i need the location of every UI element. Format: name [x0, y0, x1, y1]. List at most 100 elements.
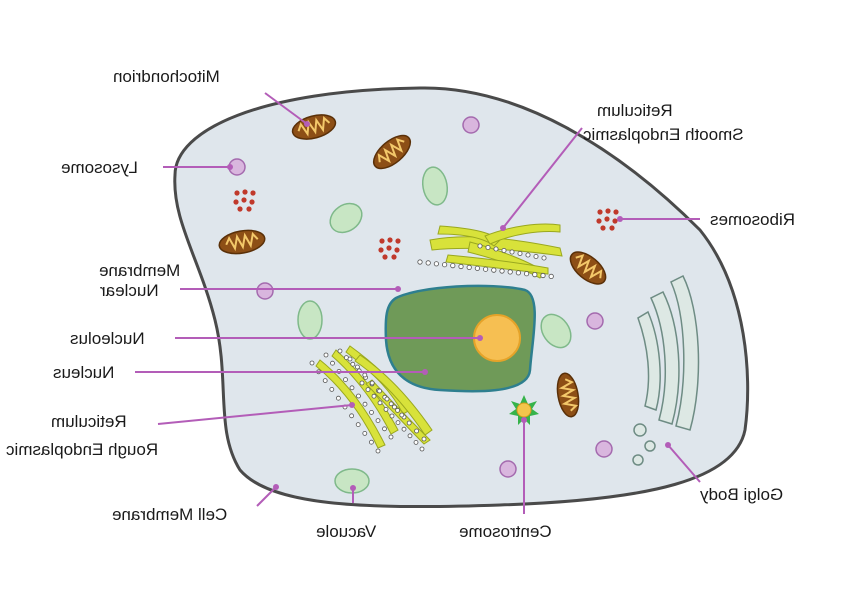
leader-dot — [477, 335, 483, 341]
er-granule — [533, 253, 539, 259]
er-granule — [355, 422, 361, 428]
mitochondrion — [218, 229, 266, 255]
ribosome — [612, 218, 618, 224]
label-smooth-er-line2: Reticulum — [597, 101, 673, 120]
label-cell-membrane: Cell Membrane — [112, 505, 228, 524]
mitochondrion — [556, 372, 580, 418]
er-granule — [389, 413, 395, 419]
er-granule — [349, 413, 355, 419]
er-granule — [540, 272, 546, 279]
er-granule — [347, 356, 353, 362]
label-vacuole: Vacuole — [316, 522, 377, 541]
er-granule — [450, 262, 456, 269]
label-smooth-er-line1: Smooth Endoplasmic — [583, 125, 744, 144]
leader-dot — [521, 417, 527, 423]
er-granule — [395, 407, 401, 413]
er-granule — [523, 271, 530, 277]
ribosome — [234, 190, 240, 196]
label-rough-er-line1: Rough Endoplasmic — [6, 440, 159, 459]
er-granule — [501, 247, 507, 253]
er-granule — [474, 265, 480, 271]
label-nucleolus: Nucleolus — [70, 329, 145, 348]
er-granule — [407, 433, 413, 439]
er-granule — [356, 393, 361, 399]
er-granule — [499, 268, 505, 274]
ribosome — [246, 206, 252, 212]
er-granule — [375, 418, 381, 424]
leader-rough-er — [157, 404, 353, 425]
ribosome — [249, 199, 255, 205]
er-granule — [419, 446, 425, 452]
er-granule — [399, 412, 405, 418]
er-granule — [421, 436, 427, 442]
leader-dot — [273, 484, 279, 490]
leader-lines — [135, 92, 701, 514]
leader-dot — [350, 485, 356, 491]
mitochondrion — [372, 134, 412, 170]
er-granule — [343, 377, 348, 383]
er-granule — [362, 372, 368, 378]
label-lysosome: Lysosome — [61, 158, 138, 177]
er-granule — [525, 252, 531, 258]
lysosome — [586, 312, 604, 330]
ribosome — [241, 197, 247, 203]
rough-er-dots — [309, 348, 427, 454]
vacuole-group — [297, 166, 572, 494]
mitochondrion-group — [218, 114, 607, 418]
ribosome — [394, 247, 400, 253]
er-granule — [441, 262, 448, 268]
leader-dot — [349, 402, 355, 408]
er-granule — [509, 249, 515, 255]
leader-dot — [304, 121, 310, 127]
label-nuclear-membrane-line1: Nuclear — [100, 281, 159, 300]
er-granule — [425, 260, 431, 266]
er-granule — [329, 386, 335, 392]
leader-dot — [395, 286, 401, 292]
er-granule — [365, 387, 371, 393]
er-granule — [350, 361, 356, 367]
er-granule — [532, 271, 538, 278]
er-granule — [388, 434, 394, 440]
lysosome — [499, 460, 517, 478]
leader-dot — [500, 225, 506, 231]
smooth-endoplasmic-reticulum — [429, 223, 563, 279]
label-golgi-body: Golgi Body — [700, 485, 784, 504]
er-granule — [359, 380, 365, 386]
er-granule — [349, 385, 355, 391]
lysosome-group — [228, 116, 613, 478]
er-granule — [507, 269, 513, 275]
leader-golgi-body — [667, 444, 701, 483]
lysosome — [595, 440, 613, 458]
ribosome — [605, 208, 611, 214]
ribosome — [613, 209, 619, 215]
ribosome — [250, 190, 256, 196]
er-granule — [433, 261, 439, 267]
er-granule — [369, 380, 375, 386]
er-granule — [414, 428, 420, 434]
er-granule — [335, 395, 341, 401]
ribosome — [386, 245, 392, 251]
ribosome — [391, 254, 397, 260]
leader-dot — [617, 216, 623, 222]
er-granule — [369, 409, 374, 415]
er-granule — [368, 439, 374, 445]
er-granule — [383, 406, 389, 412]
er-granule — [330, 360, 335, 366]
ribosome-group — [233, 189, 619, 260]
er-granule — [401, 426, 407, 432]
er-granule — [491, 267, 497, 273]
er-granule — [485, 244, 491, 250]
er-granule — [482, 266, 489, 272]
label-ribosomes: Ribosomes — [710, 210, 796, 229]
label-centrosome: Centrosome — [459, 522, 552, 541]
ribosome — [387, 237, 393, 243]
ribosome — [609, 225, 615, 231]
er-granule — [466, 264, 472, 270]
er-granule — [395, 420, 401, 426]
ribosome — [395, 238, 401, 244]
er-granule — [309, 360, 315, 366]
label-rough-er-line2: Reticulum — [51, 412, 127, 431]
vacuole — [421, 166, 449, 206]
er-granule — [391, 404, 397, 410]
